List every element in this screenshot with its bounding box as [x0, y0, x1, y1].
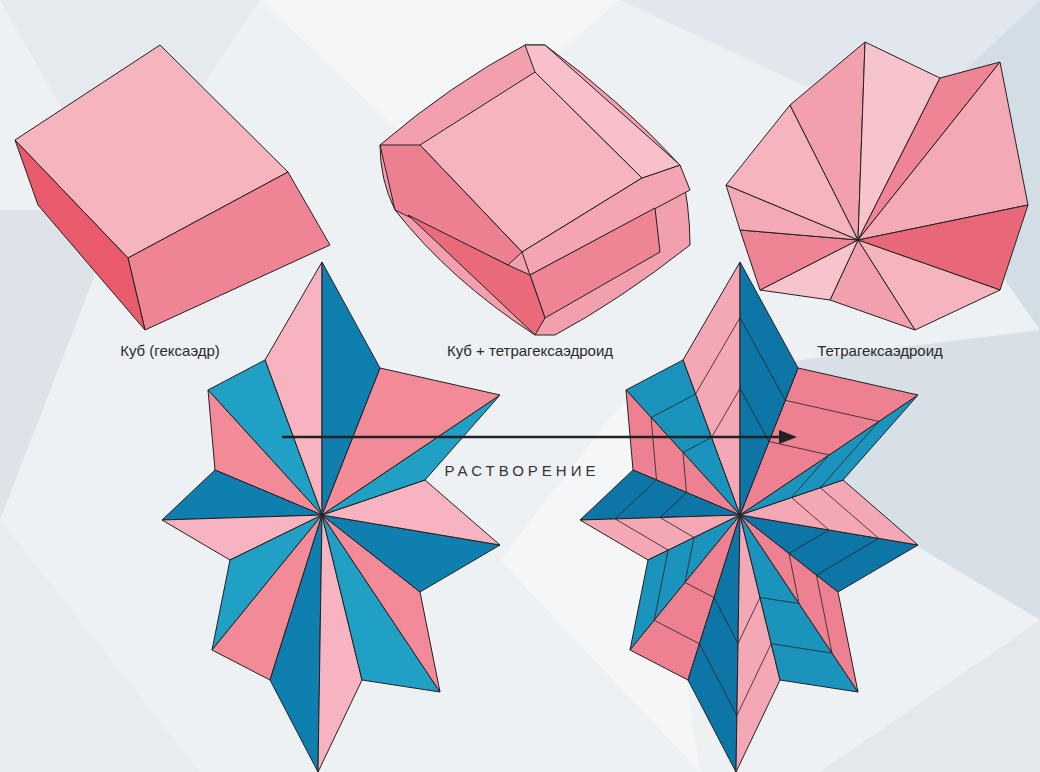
crystal-face: [270, 515, 322, 772]
arrow: [282, 430, 797, 444]
crystal-face: [580, 470, 740, 520]
crystal-face: [322, 262, 380, 515]
crystal: [726, 42, 1028, 330]
crystal-face: [740, 262, 798, 515]
process-label: РАСТВОРЕНИЕ: [445, 462, 600, 479]
figure-caption: Куб (гексаэдр): [120, 342, 220, 359]
figure-caption: Тетрагексаэдроид: [817, 342, 943, 359]
crystal-face: [790, 42, 865, 240]
twinned-crystals: [162, 42, 1028, 772]
cube: [15, 45, 330, 330]
crystal-face: [726, 185, 858, 240]
crystal-face: [688, 515, 740, 772]
crystal-edge: [615, 318, 879, 716]
crystal-face: [162, 470, 322, 520]
figure-caption: Куб + тетрагексаэдроид: [447, 342, 613, 359]
crystal: [580, 262, 918, 772]
cube-plus-tetrahexahedroid: [380, 45, 690, 335]
crystal-edge: [660, 389, 829, 644]
crystal: [162, 262, 500, 772]
